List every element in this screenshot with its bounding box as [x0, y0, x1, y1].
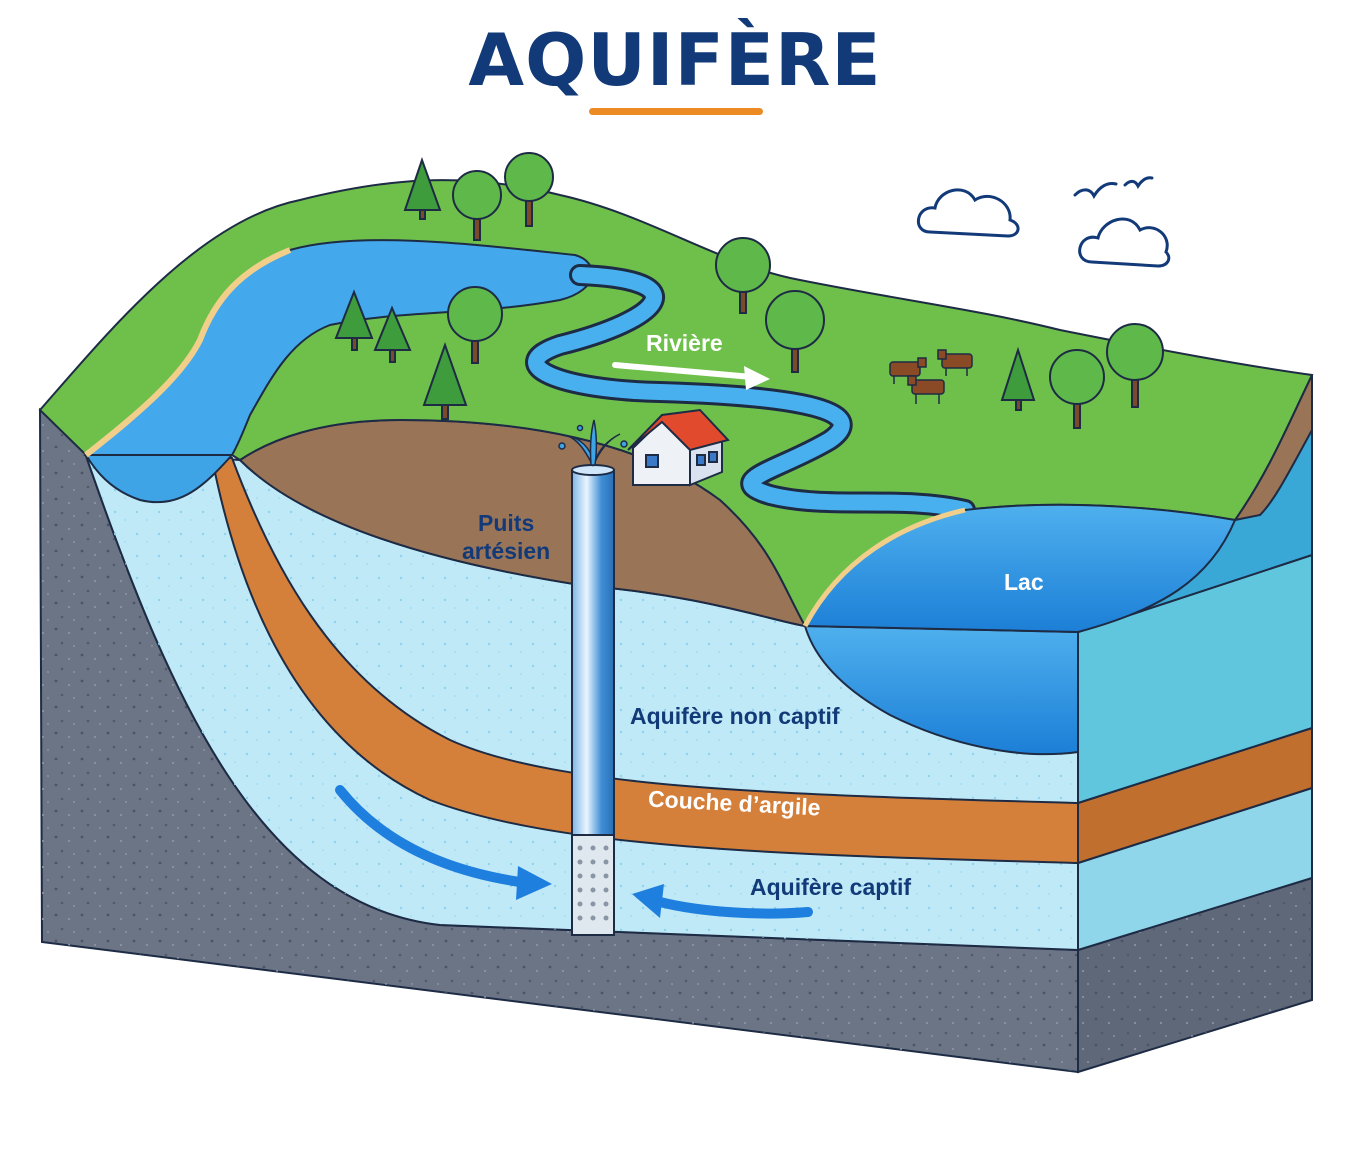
cloud-icon [916, 188, 1020, 238]
cow-icon [907, 375, 945, 404]
pine-tree-icon [422, 341, 468, 420]
label-riviere: Rivière [646, 330, 723, 356]
tree-icon [504, 152, 554, 227]
river-cross-section [84, 454, 235, 504]
tree-icon [1106, 323, 1164, 408]
river-flow-arrow [612, 362, 770, 390]
pine-tree-icon [334, 289, 374, 351]
artesian-well [571, 464, 615, 936]
flow-arrow-left [335, 785, 552, 900]
flow-arrow-right [632, 884, 813, 919]
water-fountain-icon [558, 419, 628, 467]
title-underline [589, 108, 763, 115]
label-aquifere-non-captif: Aquifère non captif [630, 703, 840, 729]
tree-icon [1049, 349, 1105, 429]
cloud-icon [1078, 217, 1171, 268]
tree-icon [765, 290, 825, 373]
tree-group [334, 152, 1164, 429]
label-lac: Lac [1004, 569, 1044, 595]
tree-icon [715, 237, 771, 314]
tree-icon [452, 170, 502, 241]
house-icon [627, 408, 730, 487]
label-aquifere-captif: Aquifère captif [750, 874, 912, 900]
tree-icon [447, 286, 503, 364]
title-block: AQUIFÈRE [0, 18, 1350, 102]
pine-tree-icon [403, 156, 442, 220]
pine-tree-icon [1000, 346, 1036, 411]
diagram-title: AQUIFÈRE [468, 18, 882, 102]
lake-cross-section [803, 624, 1079, 756]
bird-icon [1073, 176, 1154, 200]
label-puits-line1: Puits [478, 510, 535, 536]
cow-icon [937, 349, 973, 376]
label-puits-line2: artésien [462, 538, 551, 564]
pine-tree-icon [373, 305, 412, 363]
